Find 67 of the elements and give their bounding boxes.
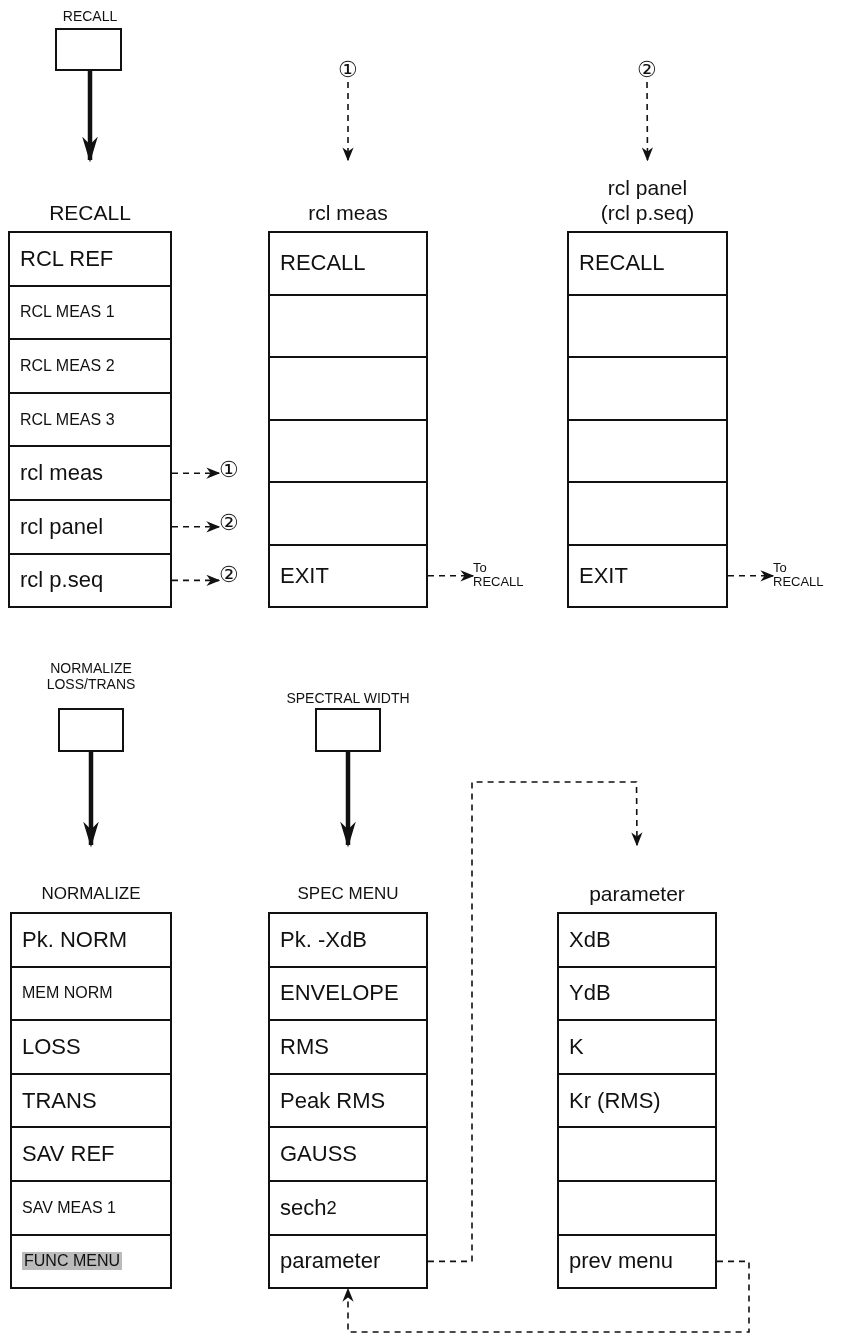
menu-item: prev menu [557,1233,717,1290]
key-label: NORMALIZE LOSS/TRANS [45,660,137,692]
arrow [641,81,653,162]
menu-item: GAUSS [268,1126,428,1182]
menu-item: FUNC MENU [10,1233,172,1290]
menu-item: RCL MEAS 2 [8,338,172,394]
menu-item: EXIT [567,543,728,608]
menu-item: RECALL [567,231,728,296]
empty-menu-item [567,418,728,483]
empty-menu-item [567,293,728,358]
menu-item: LOSS [10,1019,172,1075]
menu-item: parameter [268,1233,428,1290]
menu-item: Pk. -XdB [268,912,428,968]
menu-title: rcl meas [307,200,389,225]
menu-title: rcl panel (rcl p.seq) [599,175,696,225]
empty-menu-item [567,356,728,421]
empty-menu-item [567,481,728,546]
arrow [727,570,775,582]
arrow [171,574,221,586]
empty-menu-item [268,356,428,421]
empty-menu-item [268,481,428,546]
menu-item: rcl p.seq [8,552,172,609]
menu-item: Kr (RMS) [557,1072,717,1129]
menu-item: TRANS [10,1072,172,1129]
menu-item: ENVELOPE [268,965,428,1022]
menu-item: SAV MEAS 1 [10,1180,172,1236]
arrow [342,1260,750,1333]
empty-menu-item [268,418,428,483]
menu-title: parameter [588,881,686,906]
arrow [427,570,475,582]
menu-item: RCL MEAS 1 [8,284,172,341]
empty-menu-item [557,1180,717,1236]
menu-item: RMS [268,1019,428,1075]
menu-item: RECALL [268,231,428,296]
menu-item: EXIT [268,543,428,608]
menu-item: YdB [557,965,717,1022]
menu-item: rcl panel [8,499,172,555]
menu-item: Pk. NORM [10,912,172,968]
key-label: SPECTRAL WIDTH [285,690,411,706]
key-label: RECALL [61,8,119,24]
menu-item: XdB [557,912,717,968]
menu-item: SAV REF [10,1126,172,1182]
arrow [171,467,221,479]
menu-item: rcl meas [8,445,172,501]
circled-number: ② [219,511,239,535]
jump-label: To RECALL [473,561,535,589]
arrow [340,752,356,848]
menu-title: RECALL [48,200,132,225]
menu-item: RCL REF [8,231,172,287]
arrow [427,781,643,1263]
arrow [83,752,99,848]
arrow [82,71,98,163]
menu-title: NORMALIZE [40,883,142,905]
arrow [342,81,354,162]
circled-number: ② [637,58,657,82]
arrow [171,521,221,533]
menu-title: SPEC MENU [296,883,400,905]
jump-label: To RECALL [773,561,835,589]
circled-number: ① [338,58,358,82]
empty-menu-item [268,293,428,358]
circled-number: ① [219,458,239,482]
empty-menu-item [557,1126,717,1182]
menu-item: Peak RMS [268,1072,428,1129]
circled-number: ② [219,563,239,587]
menu-item: K [557,1019,717,1075]
menu-item: RCL MEAS 3 [8,391,172,448]
menu-item: MEM NORM [10,965,172,1022]
